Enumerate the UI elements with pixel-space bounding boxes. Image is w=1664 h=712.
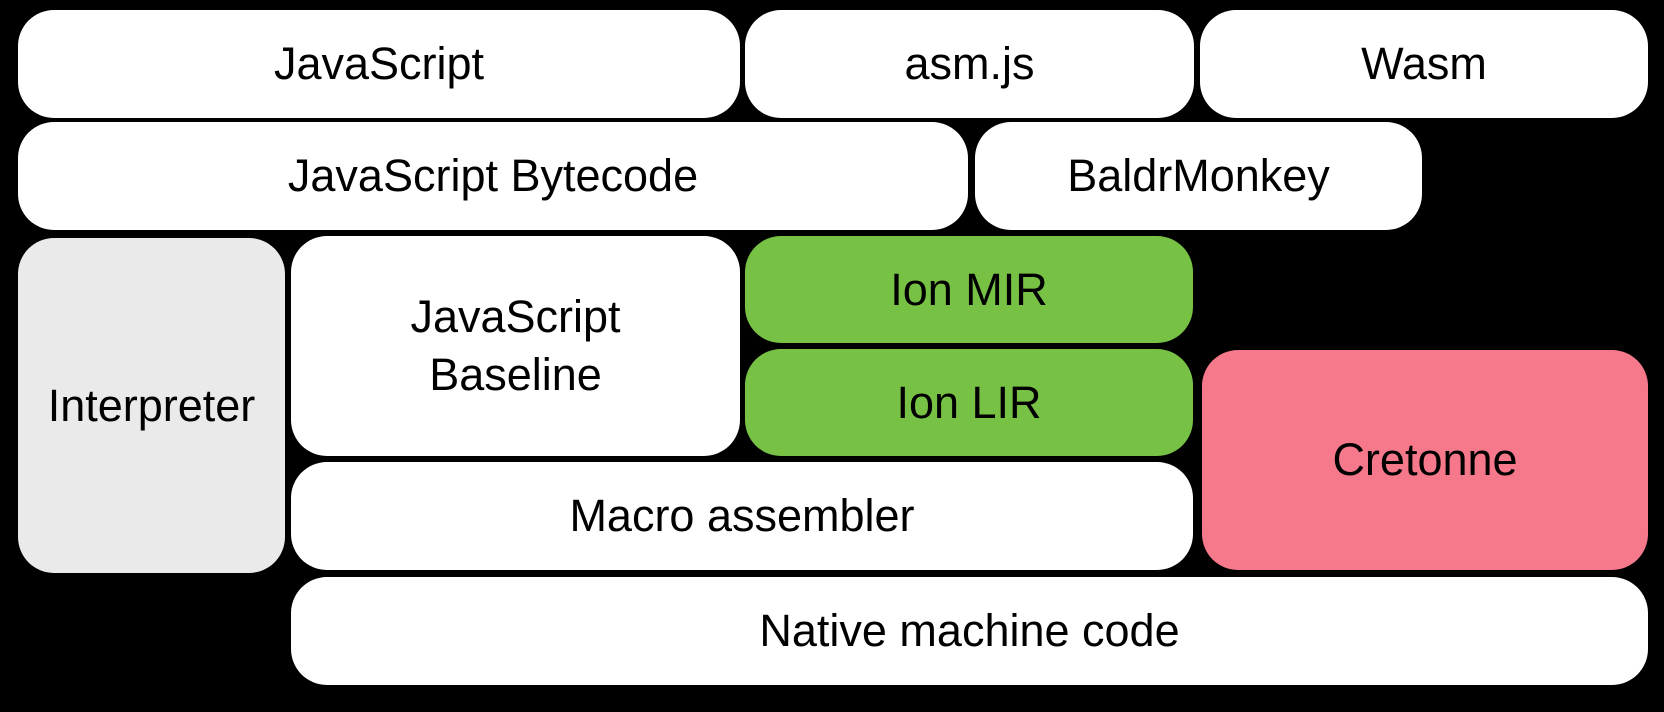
- node-interpreter-label: Interpreter: [47, 379, 256, 431]
- node-ion-mir: Ion MIR: [745, 236, 1193, 343]
- node-baldrmonkey: BaldrMonkey: [975, 122, 1422, 230]
- node-asmjs: asm.js: [745, 10, 1194, 118]
- node-native-machine-code-label: Native machine code: [759, 605, 1180, 657]
- node-macro-assembler: Macro assembler: [291, 462, 1193, 570]
- node-javascript-baseline: JavaScript Baseline: [291, 236, 740, 456]
- node-ion-lir: Ion LIR: [745, 349, 1193, 456]
- node-baldrmonkey-label: BaldrMonkey: [1067, 150, 1330, 202]
- node-javascript-baseline-line2: Baseline: [429, 349, 602, 400]
- node-ion-lir-label: Ion LIR: [896, 376, 1042, 428]
- node-javascript-baseline-line1: JavaScript: [410, 291, 621, 343]
- node-wasm-label: Wasm: [1361, 38, 1487, 90]
- node-ion-mir-label: Ion MIR: [890, 263, 1048, 315]
- node-interpreter: Interpreter: [18, 238, 285, 573]
- node-macro-assembler-label: Macro assembler: [569, 490, 915, 542]
- node-javascript-bytecode-label: JavaScript Bytecode: [287, 150, 699, 202]
- node-cretonne-label: Cretonne: [1332, 434, 1518, 486]
- node-javascript-bytecode: JavaScript Bytecode: [18, 122, 968, 230]
- node-wasm: Wasm: [1200, 10, 1648, 118]
- node-javascript: JavaScript: [18, 10, 740, 118]
- node-javascript-label: JavaScript: [273, 38, 485, 90]
- node-javascript-baseline-label: JavaScript Baseline: [410, 288, 620, 403]
- node-cretonne: Cretonne: [1202, 350, 1648, 570]
- node-native-machine-code: Native machine code: [291, 577, 1648, 685]
- node-asmjs-label: asm.js: [904, 38, 1035, 90]
